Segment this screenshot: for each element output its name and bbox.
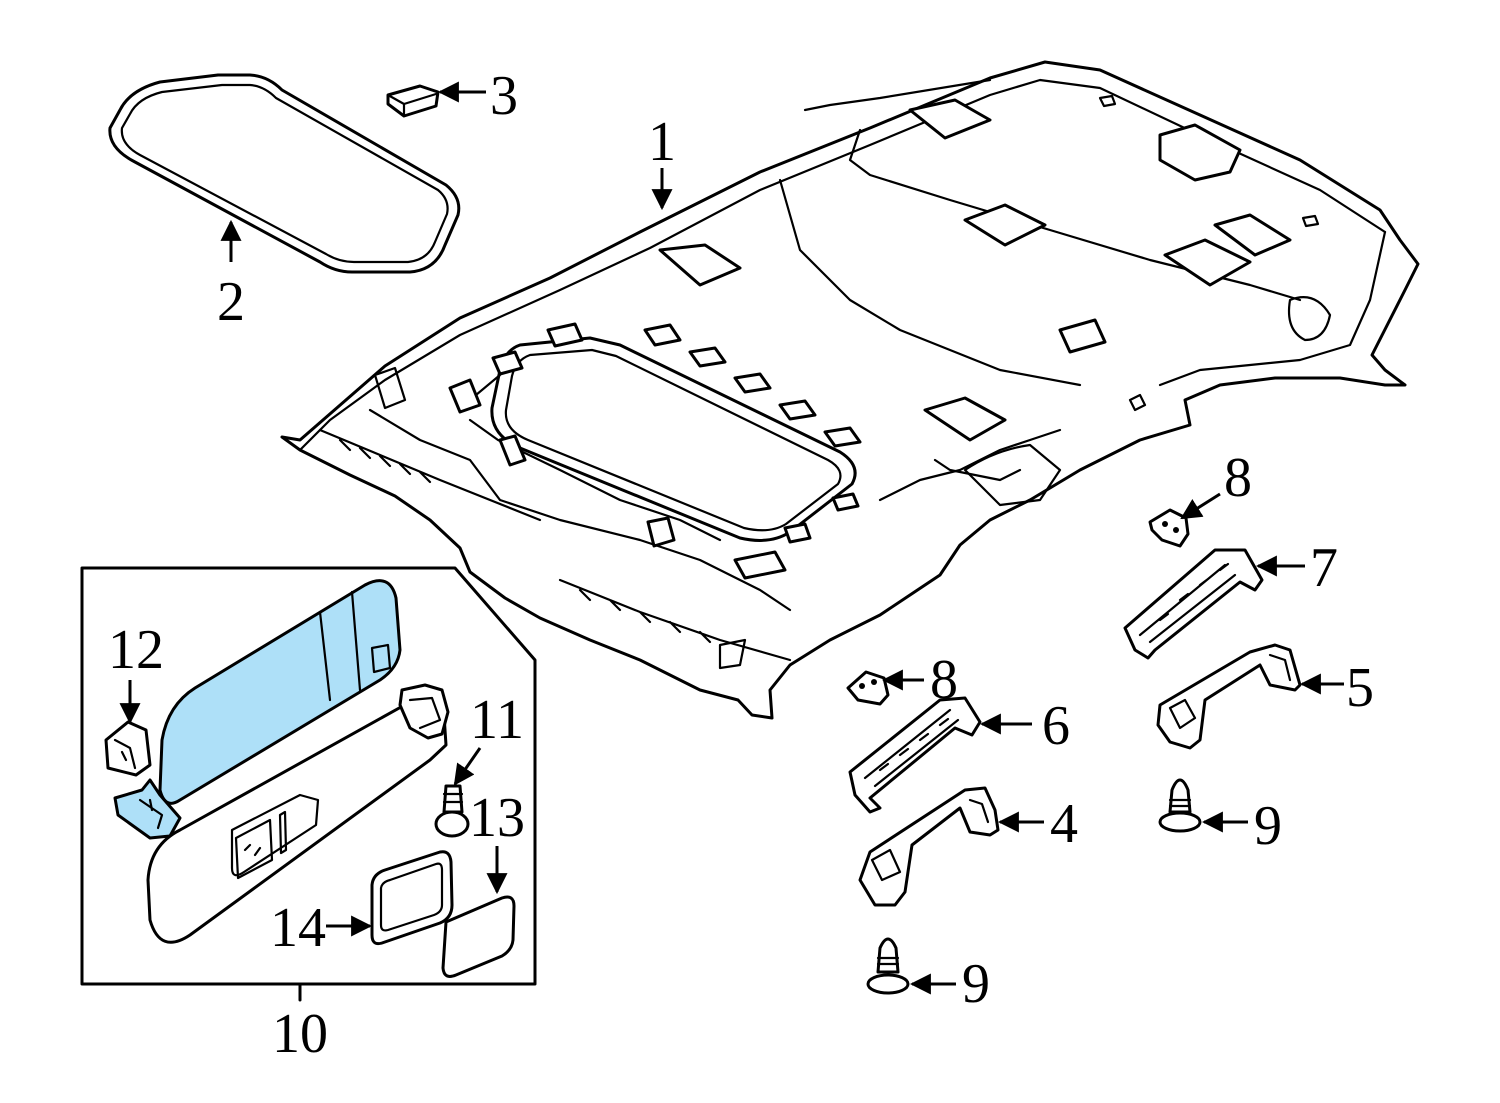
callout-10: 10: [272, 1003, 328, 1065]
callout-8-upper: 8: [1224, 447, 1252, 509]
callout-12: 12: [108, 619, 164, 681]
leader-arrows: [119, 81, 1344, 995]
callout-14: 14: [270, 897, 326, 959]
callout-5: 5: [1346, 657, 1374, 719]
handle-bezel-part-6: [848, 696, 982, 814]
callout-4: 4: [1050, 793, 1078, 855]
headliner-part: [280, 60, 1420, 720]
callout-7: 7: [1310, 537, 1338, 599]
grab-handle-part-5: [1156, 643, 1302, 750]
push-pin-part-9-right: [1158, 778, 1202, 833]
handle-bezel-part-7: [1123, 548, 1264, 660]
callout-6: 6: [1042, 695, 1070, 757]
callout-3: 3: [490, 65, 518, 127]
sunroof-seal-part: [108, 73, 461, 274]
callout-1: 1: [648, 111, 676, 173]
callout-2: 2: [217, 271, 245, 333]
bracket-part-8-lower: [846, 670, 890, 706]
bracket-part-8-upper: [1148, 508, 1190, 548]
grab-handle-part-4: [858, 786, 1000, 907]
callout-9-right: 9: [1254, 795, 1282, 857]
callout-9-lower: 9: [962, 953, 990, 1015]
push-pin-part-9-lower: [866, 937, 910, 995]
clip-part-3: [386, 84, 440, 118]
callout-8-lower: 8: [930, 649, 958, 711]
sun-visor-assembly-box: [80, 566, 537, 1002]
callout-11: 11: [470, 689, 524, 751]
callout-13: 13: [469, 787, 525, 849]
